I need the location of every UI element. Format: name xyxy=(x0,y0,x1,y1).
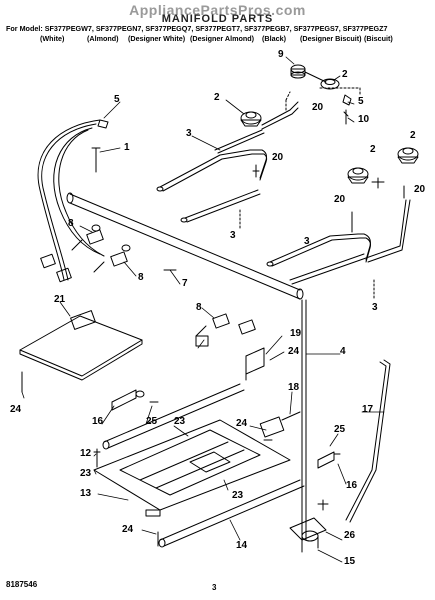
gas-tube-17 xyxy=(345,359,391,523)
valve-center xyxy=(195,313,256,337)
callout-2: 2 xyxy=(410,130,416,141)
callout-21: 21 xyxy=(54,294,66,305)
document-number: 8187546 xyxy=(6,580,38,589)
callout-8: 8 xyxy=(68,218,74,229)
burner-tube-left xyxy=(156,149,268,223)
burner-base-plate xyxy=(93,419,291,511)
callout-20: 20 xyxy=(272,152,284,163)
callout-3: 3 xyxy=(372,302,378,313)
callout-3: 3 xyxy=(186,128,192,139)
callout-24: 24 xyxy=(10,404,22,415)
color-label: (Designer White) xyxy=(128,34,186,43)
model-list: For Model: SF377PEGW7, SF377PEGN7, SF377… xyxy=(6,24,388,33)
callout-24: 24 xyxy=(122,524,134,535)
callout-23: 23 xyxy=(232,490,244,501)
callout-9: 9 xyxy=(278,49,284,60)
callout-1: 1 xyxy=(124,142,130,153)
callout-2: 2 xyxy=(214,92,220,103)
heat-shield xyxy=(19,310,143,381)
burner-tube-front xyxy=(158,479,305,548)
screw-12 xyxy=(93,448,101,468)
leader-lines xyxy=(21,56,385,563)
color-label: (Designer Biscuit) xyxy=(300,34,362,43)
orifice-holder-16-left xyxy=(111,389,145,411)
callout-8: 8 xyxy=(196,302,202,313)
burner-assembly-upper-left xyxy=(214,101,299,154)
color-label: (White) xyxy=(40,34,65,43)
callout-8: 8 xyxy=(138,272,144,283)
callout-20: 20 xyxy=(334,194,346,205)
color-label: (Black) xyxy=(262,34,286,43)
callout-14: 14 xyxy=(236,540,248,551)
burner-valve-top-right xyxy=(290,64,340,90)
valve-left-lower xyxy=(93,244,131,273)
orifice-20 xyxy=(252,164,260,178)
screw-26 xyxy=(317,499,329,511)
callout-18: 18 xyxy=(288,382,300,393)
callout-16: 16 xyxy=(92,416,104,427)
callout-26: 26 xyxy=(344,530,356,541)
callout-13: 13 xyxy=(80,488,92,499)
callout-16: 16 xyxy=(346,480,358,491)
callout-20: 20 xyxy=(414,184,426,195)
orifice-20 xyxy=(371,177,385,189)
callout-23: 23 xyxy=(174,416,186,427)
orifice-holder-16-right xyxy=(317,451,341,469)
regulator-18 xyxy=(259,411,301,438)
screw-1 xyxy=(91,147,101,173)
color-label: (Almond) xyxy=(87,34,119,43)
callout-12: 12 xyxy=(80,448,92,459)
callout-25: 25 xyxy=(334,424,346,435)
harness-connector xyxy=(40,253,56,269)
screw-10 xyxy=(343,109,349,125)
callout-3: 3 xyxy=(230,230,236,241)
valve-left-upper xyxy=(71,224,104,251)
manifold-pipe xyxy=(66,192,304,300)
burner-tube-right xyxy=(266,199,411,285)
orifice-fitting-6 xyxy=(342,94,352,106)
leader-dashed xyxy=(319,87,361,96)
callout-4: 4 xyxy=(340,346,346,357)
diagram-title: MANIFOLD PARTS xyxy=(161,13,274,25)
burner-valve-right-a xyxy=(347,167,369,184)
valve-bracket xyxy=(195,335,209,347)
callout-7: 7 xyxy=(182,278,188,289)
callout-20: 20 xyxy=(312,102,324,113)
color-label: (Designer Almond) xyxy=(190,34,255,43)
callout-6: 5 xyxy=(358,96,364,107)
callout-24: 24 xyxy=(236,418,248,429)
page-number: 3 xyxy=(212,583,217,592)
burner-valve-right-b xyxy=(397,147,419,164)
callout-15: 15 xyxy=(344,556,356,567)
callout-3: 3 xyxy=(304,236,310,247)
callout-5: 5 xyxy=(114,94,120,105)
burner-tube-back xyxy=(102,383,245,450)
valve-15 xyxy=(289,517,327,553)
leader-dashed xyxy=(285,91,291,113)
callout-2: 2 xyxy=(370,144,376,155)
color-label: (Biscuit) xyxy=(364,34,393,43)
callout-17: 17 xyxy=(362,404,374,415)
watermark: AppliancePartsPros.com xyxy=(129,2,306,18)
callout-19: 19 xyxy=(290,328,302,339)
callout-24: 24 xyxy=(288,346,300,357)
callout-23: 23 xyxy=(80,468,92,479)
igniter-wire-harness xyxy=(37,119,109,281)
clip-13 xyxy=(145,509,161,517)
callout-10: 10 xyxy=(358,114,370,125)
bracket-19 xyxy=(245,347,265,375)
harness-connector xyxy=(56,267,72,283)
callout-2: 2 xyxy=(342,69,348,80)
callout-25: 25 xyxy=(146,416,158,427)
